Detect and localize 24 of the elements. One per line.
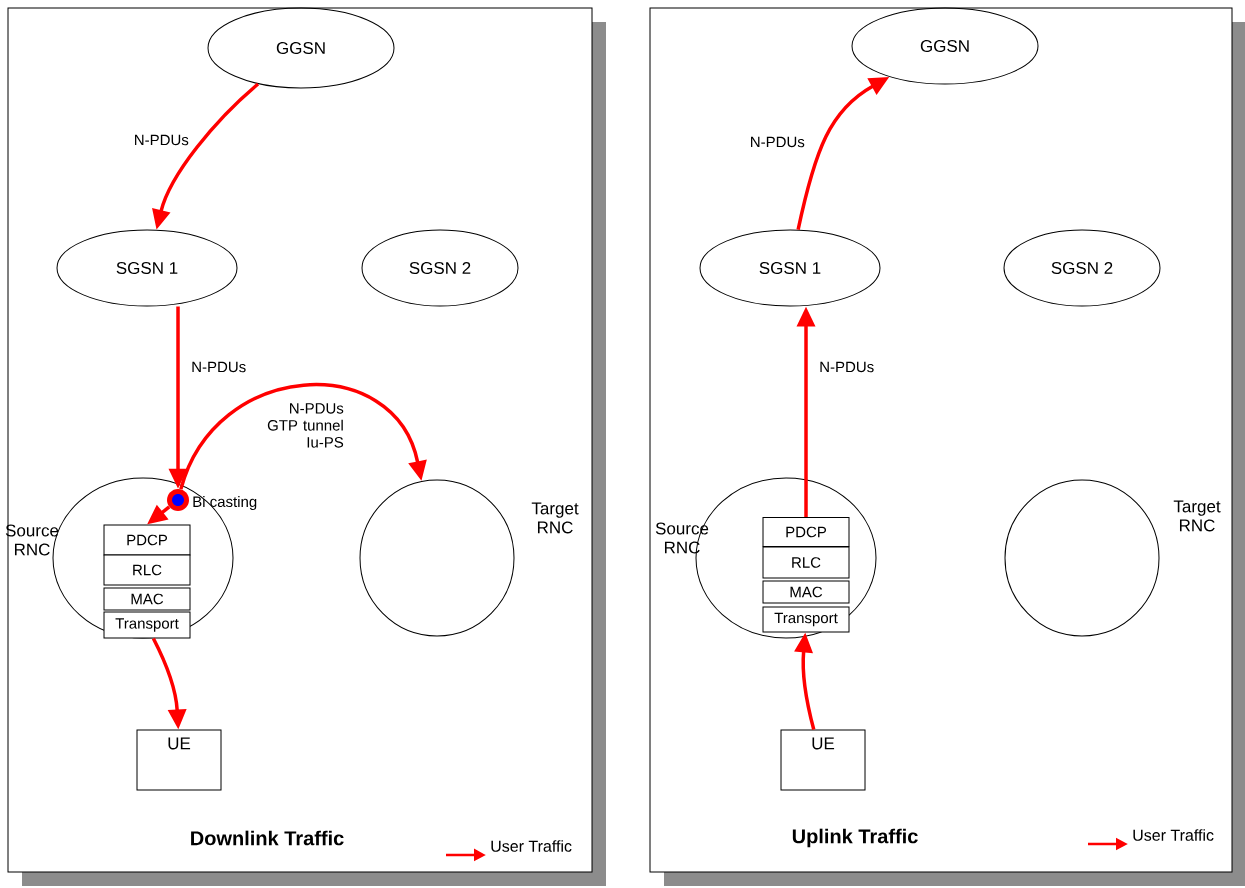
edge-label: N-PDUs GTP tunnel Iu-PS — [267, 403, 344, 448]
edge-label: N-PDUs — [820, 361, 874, 373]
edge-label: N-PDUs — [135, 134, 189, 146]
protocol-layer-box: Transport — [762, 606, 850, 633]
protocol-layer-box: PDCP — [762, 517, 850, 547]
protocol-layer-box: PDCP — [103, 524, 191, 556]
legend-label: User Traffic — [491, 840, 572, 852]
arrow — [179, 383, 427, 490]
protocol-layer-box: RLC — [103, 554, 191, 586]
point-label: Bi casting — [193, 496, 257, 510]
ue-box: UE — [136, 729, 222, 791]
protocol-layer-box: MAC — [762, 580, 850, 604]
ue-box: UE — [780, 729, 866, 791]
node-label: Target RNC — [531, 502, 579, 534]
bicasting-point — [167, 489, 189, 511]
protocol-layer-box: RLC — [762, 546, 850, 579]
edge-label: N-PDUs — [192, 361, 246, 373]
legend-label: User Traffic — [1133, 829, 1214, 841]
edge-label: N-PDUs — [751, 136, 805, 148]
node-label: RNC — [664, 541, 700, 554]
protocol-layer-box: Transport — [103, 611, 191, 639]
node-label: Source RNC — [5, 524, 59, 556]
protocol-layer-box: MAC — [103, 587, 191, 611]
node-label: Target RNC — [1173, 500, 1221, 532]
